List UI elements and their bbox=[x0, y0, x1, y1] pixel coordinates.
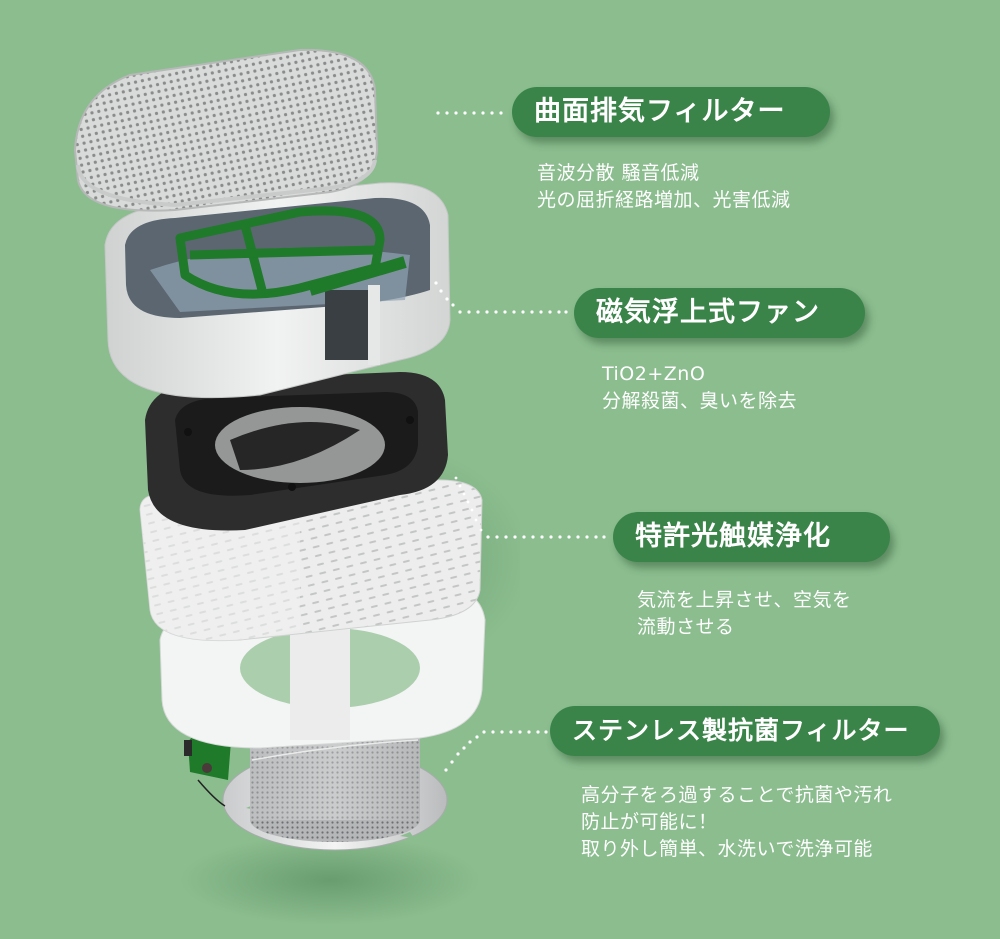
feature-description-stainless-filter: 高分子をろ過することで抗菌や汚れ 防止が可能に！ 取り外し簡単、水洗いで洗浄可能 bbox=[581, 782, 892, 863]
feature-description-maglev-fan: TiO2+ZnO 分解殺菌、臭いを除去 bbox=[602, 361, 797, 415]
description-line: 音波分散 騒音低減 bbox=[537, 162, 700, 184]
feature-description-exhaust-filter: 音波分散 騒音低減 光の屈折経路増加、光害低減 bbox=[537, 160, 791, 214]
pcb-board bbox=[175, 206, 407, 299]
curved-exhaust-grille bbox=[73, 48, 379, 212]
magnetic-levitation-fan bbox=[145, 372, 448, 531]
feature-description-photocatalyst: 気流を上昇させ、空気を 流動させる bbox=[637, 587, 852, 641]
description-line: 分解殺菌、臭いを除去 bbox=[602, 390, 798, 412]
feature-title-stainless-filter: ステンレス製抗菌フィルター bbox=[550, 706, 940, 756]
description-line: 光の屈折経路増加、光害低減 bbox=[537, 189, 791, 211]
feature-title-exhaust-filter: 曲面排気フィルター bbox=[512, 87, 830, 137]
description-line: 気流を上昇させ、空気を bbox=[637, 589, 852, 611]
air-purifier-exploded-illustration bbox=[73, 48, 520, 925]
feature-title-photocatalyst: 特許光触媒浄化 bbox=[613, 512, 890, 562]
description-line: TiO2+ZnO bbox=[602, 363, 706, 385]
description-line: 防止が可能に！ bbox=[581, 811, 718, 833]
description-line: 流動させる bbox=[637, 616, 735, 638]
description-line: 取り外し簡単、水洗いで洗浄可能 bbox=[581, 838, 873, 860]
feature-title-maglev-fan: 磁気浮上式ファン bbox=[574, 288, 865, 338]
description-line: 高分子をろ過することで抗菌や汚れ bbox=[581, 784, 893, 806]
